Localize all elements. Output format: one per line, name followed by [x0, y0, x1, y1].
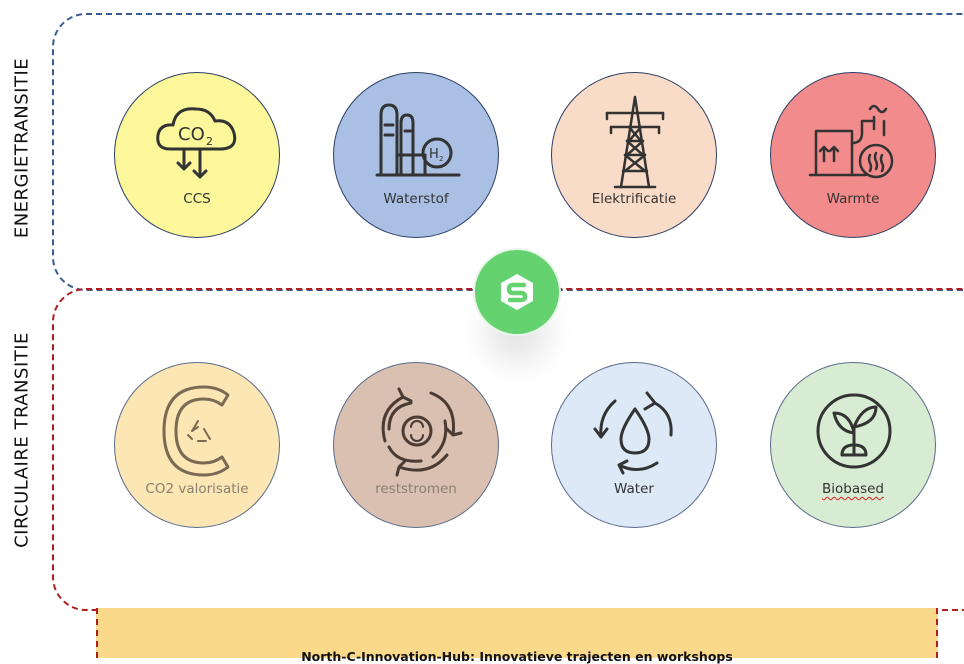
footer-description: : Innovatieve trajecten en workshops [470, 649, 733, 664]
svg-text:CO: CO [178, 124, 205, 145]
power-pylon-icon [605, 95, 665, 189]
water-label: Water [614, 481, 654, 497]
carbon-recycle-icon [162, 385, 230, 477]
plant-sprout-icon [816, 393, 892, 469]
ccs-circle[interactable]: CO 2 CCS [114, 72, 280, 238]
svg-text:2: 2 [439, 155, 443, 163]
co2-cloud-icon: CO 2 [156, 107, 237, 179]
hydrogen-plant-icon: H 2 [375, 103, 461, 177]
waterstof-circle[interactable]: H 2 Waterstof [333, 72, 499, 238]
co2-valorisatie-label: CO2 valorisatie [145, 481, 249, 497]
warmte-label: Warmte [826, 191, 880, 207]
ccs-label: CCS [183, 191, 211, 207]
north-c-hub-logo[interactable] [475, 250, 559, 334]
svg-text:H: H [429, 147, 439, 162]
footer-banner: North-C-Innovation-Hub: Innovatieve traj… [96, 608, 938, 664]
footer-hub-name: North-C-Innovation-Hub [301, 649, 470, 664]
circular-transition-title: CIRCULAIRE TRANSITIE [11, 332, 33, 548]
co2-valorisatie-circle[interactable]: CO2 valorisatie [114, 362, 280, 528]
biobased-circle[interactable]: Biobased [770, 362, 936, 528]
elektrificatie-label: Elektrificatie [591, 191, 677, 207]
reststromen-circle[interactable]: reststromen [333, 362, 499, 528]
hub-logo-icon [501, 274, 533, 310]
reststromen-label: reststromen [375, 481, 457, 497]
svg-text:2: 2 [206, 135, 213, 148]
elektrificatie-circle[interactable]: Elektrificatie [551, 72, 717, 238]
footer-text: North-C-Innovation-Hub: Innovatieve traj… [301, 629, 733, 664]
energy-transition-title: ENERGIETRANSITIE [11, 57, 33, 239]
water-cycle-icon [593, 391, 673, 475]
water-circle[interactable]: Water [551, 362, 717, 528]
heat-exchanger-icon [808, 104, 894, 179]
residual-streams-icon [381, 387, 463, 477]
warmte-circle[interactable]: Warmte [770, 72, 936, 238]
waterstof-label: Waterstof [383, 191, 449, 207]
biobased-label: Biobased [821, 481, 885, 497]
